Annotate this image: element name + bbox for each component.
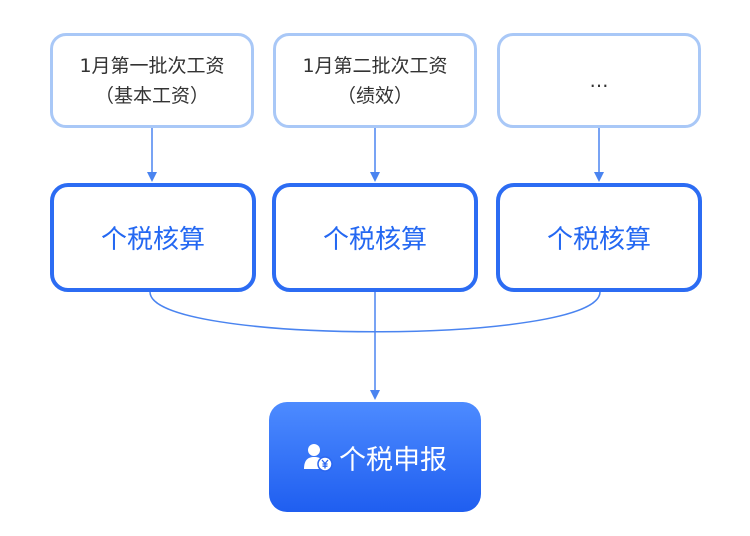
calc-box-3-label: 个税核算 <box>546 225 651 255</box>
declare-box: 个税申报 <box>269 402 481 512</box>
source-box-1: 1月第一批次工资 （基本工资） <box>50 33 254 128</box>
source-box-3-line1: … <box>589 69 609 92</box>
calc-box-1-label: 个税核算 <box>100 225 205 255</box>
calc-box-1: 个税核算 <box>50 183 256 292</box>
user-yen-icon <box>303 442 333 472</box>
calc-box-2-label: 个税核算 <box>322 225 427 255</box>
source-box-2-line2: （绩效） <box>336 84 413 107</box>
source-box-2-line1: 1月第二批次工资 <box>302 54 448 77</box>
source-box-3: … <box>497 33 701 128</box>
source-box-1-line2: （基本工资） <box>94 84 209 107</box>
calc-box-2: 个税核算 <box>272 183 478 292</box>
calc-box-3: 个税核算 <box>496 183 702 292</box>
source-box-1-line1: 1月第一批次工资 <box>79 54 225 77</box>
declare-box-label: 个税申报 <box>339 444 447 476</box>
source-box-2: 1月第二批次工资 （绩效） <box>273 33 477 128</box>
